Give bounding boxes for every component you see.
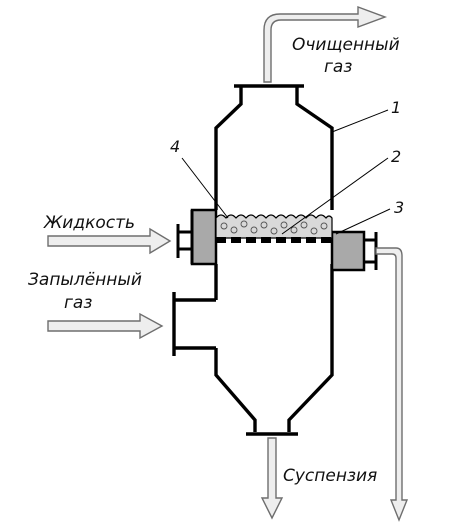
dusty-gas-inlet-arrow	[47, 312, 164, 340]
callout-4: 4	[170, 137, 180, 156]
leader-line-1	[331, 109, 389, 133]
left-flange-block	[190, 208, 218, 266]
suspension-label: Суспензия	[283, 466, 377, 486]
dusty-gas-label-line1: Запылённый	[28, 270, 142, 290]
callout-3: 3	[394, 198, 404, 217]
overflow-pipe-arrow	[375, 247, 409, 522]
overflow-nozzle	[364, 232, 378, 270]
leader-line-4	[181, 157, 229, 219]
clean-gas-label-line2: газ	[324, 57, 352, 77]
liquid-inlet-nozzle	[176, 224, 192, 258]
leader-line-2	[281, 157, 389, 235]
liquid-inlet-arrow	[47, 227, 172, 255]
callout-1: 1	[391, 98, 401, 117]
suspension-outlet-arrow	[260, 437, 284, 520]
vessel-body-outline	[214, 86, 334, 432]
clean-gas-label-line1: Очищенный	[292, 35, 400, 55]
foam-bubbles	[220, 220, 328, 235]
dusty-gas-label-line2: газ	[64, 293, 92, 313]
clean-gas-outlet-arrow	[263, 5, 388, 83]
leader-line-3	[335, 208, 391, 235]
foam-layer	[215, 214, 333, 239]
right-flange-block	[330, 230, 366, 272]
callout-2: 2	[391, 147, 401, 166]
liquid-label: Жидкость	[43, 213, 135, 233]
gas-inlet-flange	[172, 292, 216, 356]
